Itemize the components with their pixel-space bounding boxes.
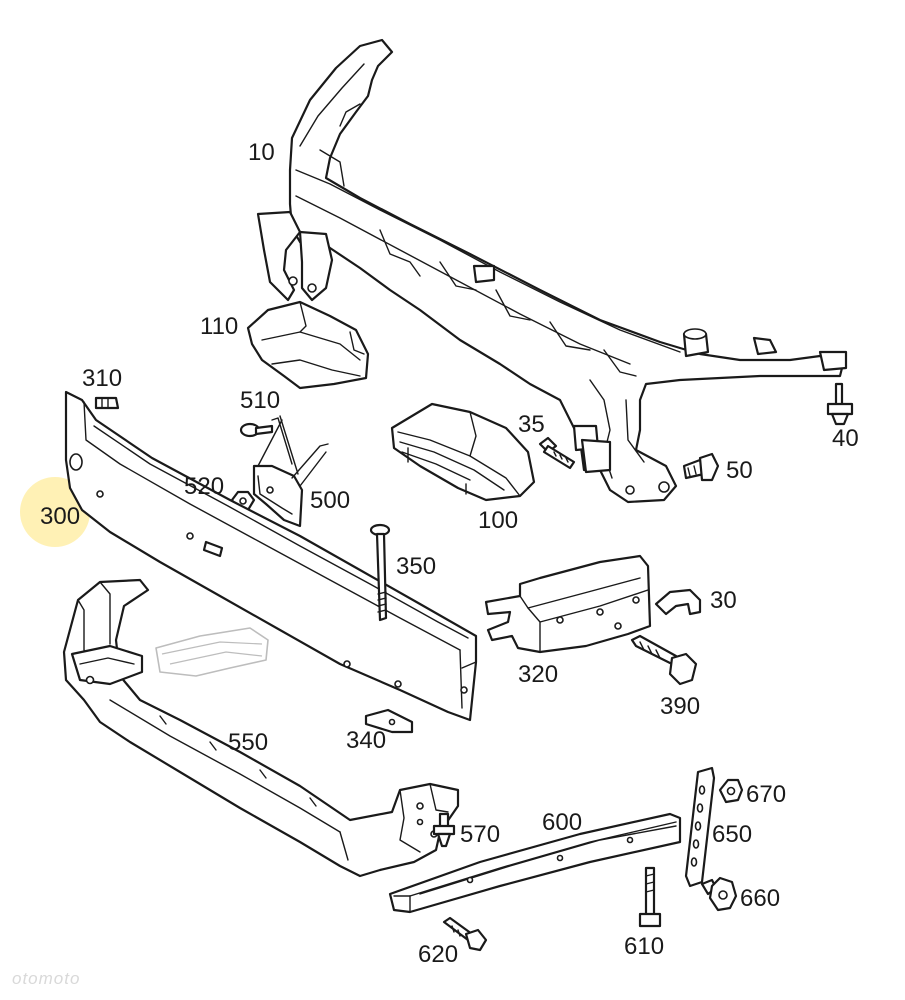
label-50: 50 [726, 457, 753, 484]
label-300: 300 [40, 503, 80, 530]
label-500: 500 [310, 487, 350, 514]
part-310-clip[interactable] [94, 396, 120, 410]
part-620-bolt[interactable] [442, 916, 488, 952]
label-30: 30 [710, 587, 737, 614]
part-30-clip[interactable] [654, 588, 702, 616]
label-320: 320 [518, 661, 558, 688]
part-40-clip[interactable] [826, 382, 854, 426]
label-660: 660 [740, 885, 780, 912]
part-610-bolt[interactable] [638, 866, 662, 928]
label-670: 670 [746, 781, 786, 808]
part-350-bolt[interactable] [369, 523, 391, 622]
part-550-lower-crossmember[interactable] [62, 578, 460, 878]
part-320-bracket[interactable] [484, 554, 652, 654]
label-390: 390 [660, 693, 700, 720]
part-35-bolt[interactable] [538, 436, 576, 470]
label-110: 110 [200, 313, 238, 340]
label-350: 350 [396, 553, 436, 580]
label-650: 650 [712, 821, 752, 848]
part-500-bracket[interactable] [252, 415, 329, 528]
part-faint-bracket [155, 627, 269, 677]
label-310: 310 [82, 365, 122, 392]
label-550: 550 [228, 729, 268, 756]
watermark: otomoto [12, 969, 80, 988]
label-40: 40 [832, 425, 859, 452]
part-570-clip[interactable] [432, 812, 456, 848]
part-660-nut[interactable] [700, 876, 738, 912]
part-600-lower-bar[interactable] [388, 812, 682, 914]
part-390-bolt[interactable] [630, 634, 698, 686]
part-110-air-duct[interactable] [246, 300, 370, 390]
label-620: 620 [418, 941, 458, 968]
part-510-bolt[interactable] [239, 422, 274, 438]
label-10: 10 [248, 139, 275, 166]
label-520: 520 [184, 473, 224, 500]
part-100-module[interactable] [390, 402, 536, 502]
part-50-screw[interactable] [682, 452, 720, 482]
part-340-plate[interactable] [364, 708, 414, 734]
part-10-front-carrier[interactable] [256, 38, 848, 504]
part-670-nut[interactable] [718, 778, 744, 804]
label-600: 600 [542, 809, 582, 836]
label-570: 570 [460, 821, 500, 848]
part-300-bumper-beam[interactable] [64, 390, 478, 722]
label-510: 510 [240, 387, 280, 414]
label-35: 35 [518, 411, 545, 438]
part-650-strip[interactable] [684, 766, 716, 888]
label-610: 610 [624, 933, 664, 960]
label-340: 340 [346, 727, 386, 754]
label-100: 100 [478, 507, 518, 534]
